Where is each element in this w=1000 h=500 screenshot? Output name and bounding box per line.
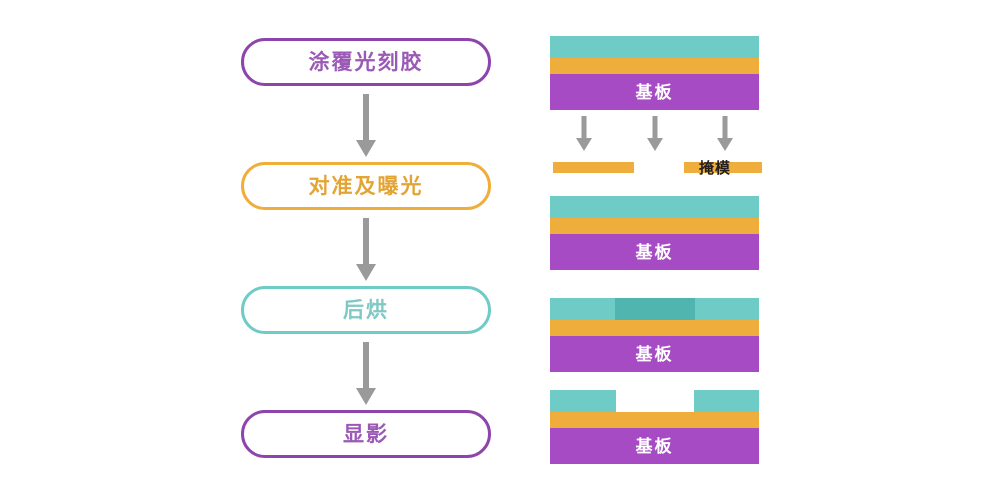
mask-bar-right [684,162,762,173]
flow-step-coat-photoresist[interactable]: 涂覆光刻胶 [241,38,491,86]
flow-step-align-and-expose[interactable]: 对准及曝光 [241,162,491,210]
exposure-arrow-right [717,116,733,151]
flow-step-label: 涂覆光刻胶 [308,50,424,74]
stack-after-development: 基板 [550,390,759,464]
photoresist-layer [550,36,759,58]
substrate-layer: 基板 [550,428,759,464]
exposure-arrow-center [647,116,663,151]
substrate-label: 基板 [635,83,674,102]
arrow-coat-to-expose [356,94,376,157]
flow-step-post-bake[interactable]: 后烘 [241,286,491,334]
stack-after-coating: 基板 [550,36,759,110]
exposure-arrow-left [576,116,592,151]
film-layer [550,412,759,428]
photoresist-layer-right-segment [694,390,759,412]
film-layer [550,320,759,336]
arrow-bake-to-develop [356,342,376,405]
mask-label: 掩模 [699,160,732,177]
substrate-label: 基板 [635,243,674,262]
photoresist-layer-left-segment [550,390,616,412]
stack-after-exposure: 基板 [550,196,759,270]
stack-after-postbake: 基板 [550,298,759,372]
arrow-expose-to-bake [356,218,376,281]
substrate-label: 基板 [635,345,674,364]
photoresist-layer [550,196,759,218]
film-layer [550,58,759,74]
substrate-layer: 基板 [550,234,759,270]
substrate-layer: 基板 [550,74,759,110]
mask-bar-left [553,162,634,173]
photoresist-layer [550,298,759,320]
substrate-layer: 基板 [550,336,759,372]
film-layer [550,218,759,234]
flow-step-label: 显影 [343,422,389,446]
exposed-photoresist-region [615,298,695,320]
flow-step-develop[interactable]: 显影 [241,410,491,458]
flow-step-label: 后烘 [343,298,389,322]
flow-step-label: 对准及曝光 [308,174,424,198]
substrate-label: 基板 [635,437,674,456]
